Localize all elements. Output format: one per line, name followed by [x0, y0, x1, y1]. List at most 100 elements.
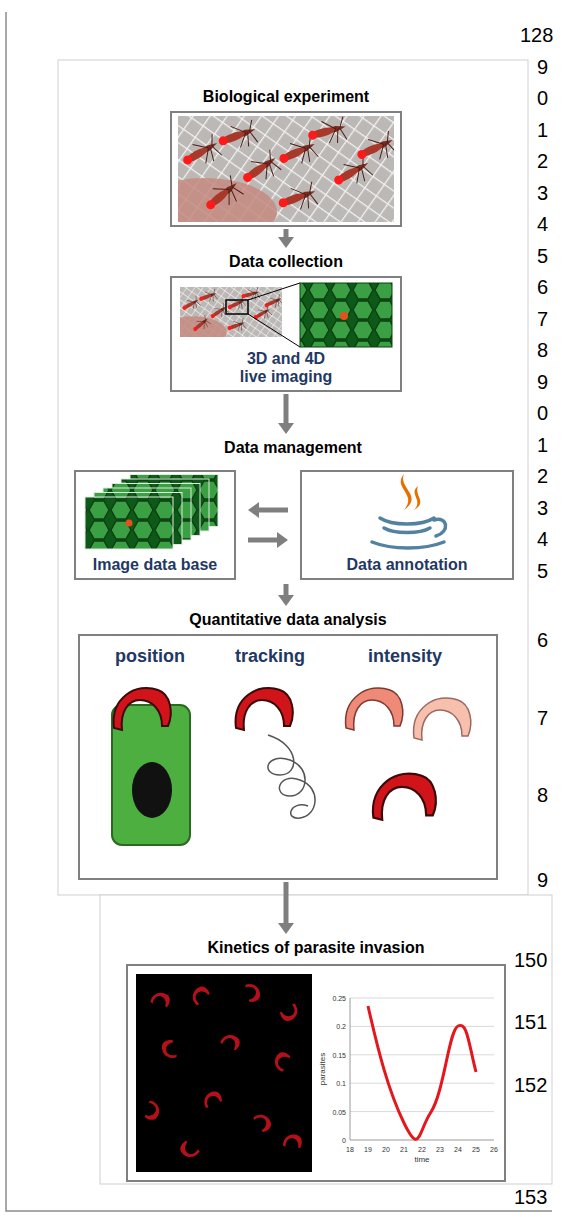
axis-tick: 23: [436, 1146, 444, 1153]
line-number: 1: [537, 435, 548, 455]
box-label: Image data base: [93, 556, 218, 574]
mosquito: [215, 119, 260, 156]
parasite-dot: [126, 520, 133, 527]
connector-line: [257, 508, 288, 513]
stack-image: [85, 497, 173, 549]
mosquito: [353, 130, 394, 169]
axis-tick: 0.25: [332, 995, 346, 1002]
arrow-head: [278, 423, 294, 434]
line-number: 4: [537, 529, 548, 549]
axis-tick: 0: [342, 1137, 346, 1144]
parasite-signal: [220, 1031, 243, 1052]
line-number: 7: [537, 309, 548, 329]
line-number: 6: [537, 630, 548, 650]
axis-tick: 26: [490, 1146, 498, 1153]
parasite-signal: [201, 1089, 223, 1108]
parasite-signals: [143, 982, 303, 1161]
parasite-signal: [245, 982, 261, 1002]
microscopy-image: [136, 974, 312, 1172]
kinetics-chart: [350, 998, 494, 1140]
connector-arrow: [248, 532, 288, 548]
connector-arrow: [248, 502, 288, 518]
mosquito: [238, 149, 284, 192]
parasite-signal: [161, 1039, 177, 1059]
line-number: 128: [520, 25, 553, 45]
line-number: 7: [537, 708, 548, 728]
zoom-line: [248, 283, 300, 347]
green-cell-image: [300, 283, 392, 347]
axis-tick: 0.05: [332, 1108, 346, 1115]
mosquito: [178, 133, 224, 174]
track-path: [268, 735, 315, 818]
connector-line: [284, 882, 289, 925]
line-number: 1: [537, 120, 548, 140]
connector-line: [284, 394, 289, 425]
box-heading: Data collection: [229, 253, 343, 271]
arrow-head: [278, 923, 294, 934]
skin-area: [178, 178, 277, 222]
upper-panel: [58, 60, 528, 895]
mosquito: [275, 181, 320, 218]
lower-panel: [100, 895, 552, 1184]
zoom-frame: [226, 300, 248, 314]
box-heading: Quantitative data analysis: [189, 611, 386, 629]
chart-axis: [350, 998, 494, 1140]
parasite-signal: [143, 1100, 162, 1122]
box-label: intensity: [368, 646, 442, 667]
process-box: Data collection 3D and 4D live imaging: [170, 250, 402, 392]
parasite-signal: [189, 984, 212, 1006]
line-number: 5: [537, 246, 548, 266]
mosquito-photo: [178, 116, 394, 222]
parasite-icon: [414, 698, 471, 740]
parasite-dot: [340, 312, 348, 320]
mosquito: [305, 116, 349, 150]
connector-arrow: [278, 584, 294, 606]
axis-tick: 24: [454, 1146, 462, 1153]
box-border: [126, 964, 506, 1182]
parasite-icon: [346, 688, 403, 730]
parasite-signal: [178, 1139, 201, 1161]
axis-tick: 0.15: [332, 1051, 346, 1058]
connector-arrow: [278, 394, 294, 434]
line-number: 9: [537, 372, 548, 392]
logo-cup: [372, 518, 446, 548]
process-box: Data annotation: [300, 470, 514, 580]
line-number: 153: [514, 1187, 547, 1207]
box-heading: Kinetics of parasite invasion: [208, 939, 425, 957]
logo-steam: [414, 486, 420, 510]
line-number: 2: [537, 466, 548, 486]
line-number: 3: [537, 498, 548, 518]
box-heading: Data management: [224, 439, 362, 457]
arrow-head: [278, 237, 294, 248]
line-number: 4: [537, 214, 548, 234]
parasite-icon: [236, 688, 293, 730]
box-heading: Biological experiment: [203, 88, 369, 106]
java-logo: [372, 474, 446, 548]
parasite-signal: [283, 1133, 303, 1149]
line-number: 6: [537, 277, 548, 297]
line-number: 9: [537, 57, 548, 77]
box-label: 3D and 4D live imaging: [234, 350, 338, 387]
parasite-icon: [114, 688, 171, 730]
box-border: [78, 634, 498, 880]
box-label: position: [115, 646, 185, 667]
arrow-head: [248, 502, 259, 518]
mosquito-photo-small: [159, 287, 284, 348]
line-number: 5: [537, 561, 548, 581]
axis-title: time: [414, 1156, 429, 1164]
mosquito: [200, 175, 246, 219]
axis-tick: 22: [418, 1146, 426, 1153]
kinetics-curve: [368, 1006, 476, 1139]
box-label: Data annotation: [347, 556, 468, 574]
parasite-icon: [373, 774, 436, 820]
axis-tick: 18: [346, 1146, 354, 1153]
parasite-signal: [279, 1003, 302, 1024]
line-number: 0: [537, 88, 548, 108]
axis-tick: 19: [364, 1146, 372, 1153]
line-number: 9: [537, 870, 548, 890]
parasite-signal: [271, 1050, 292, 1073]
